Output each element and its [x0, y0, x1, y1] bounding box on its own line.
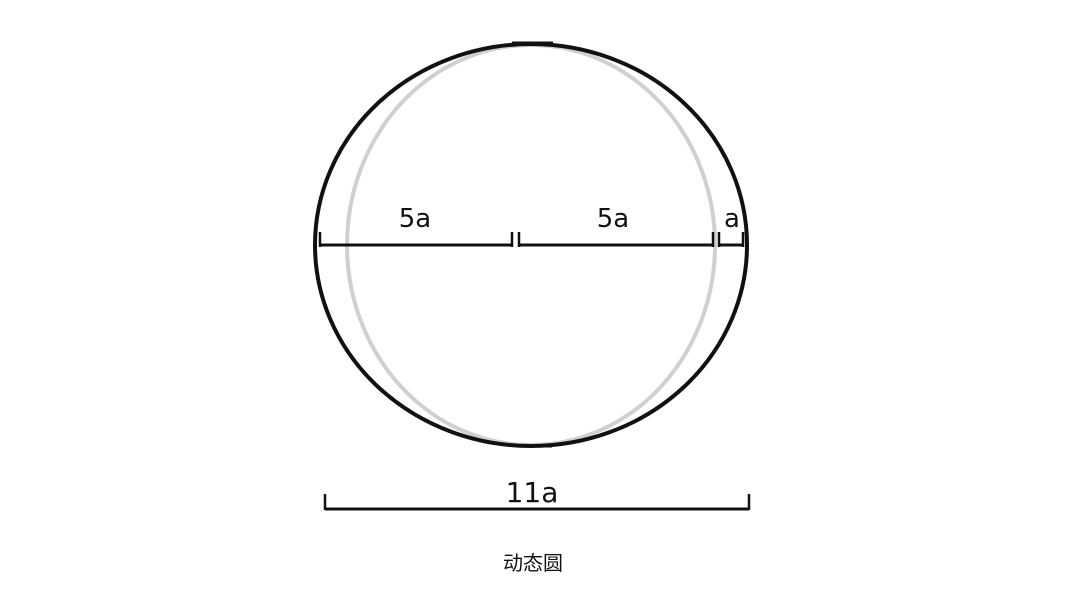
segment-middle-5a	[517, 232, 715, 247]
label-right-a: a	[724, 204, 740, 234]
segment-right-a	[717, 232, 745, 247]
label-middle-5a: 5a	[597, 204, 629, 234]
segment-left-5a	[318, 232, 514, 247]
label-total-11a: 11a	[506, 476, 559, 509]
total-width-11a-line	[323, 494, 751, 511]
diagram-caption: 动态圆	[503, 551, 563, 575]
label-left-5a: 5a	[399, 204, 431, 234]
